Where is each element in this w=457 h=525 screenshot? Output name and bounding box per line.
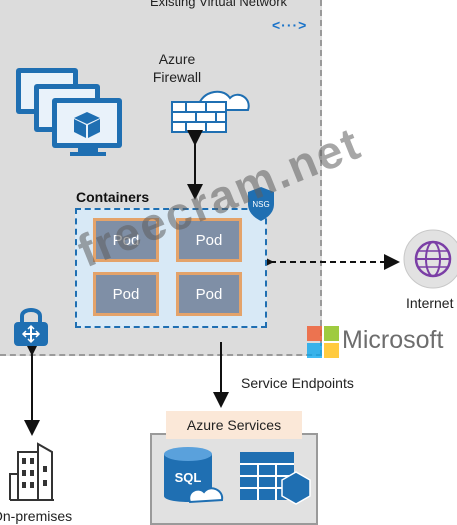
vpn-gateway-icon [14,308,48,346]
pod: Pod [93,218,159,262]
sql-database-icon: SQL [164,447,224,504]
internet-globe-icon [403,229,457,289]
sql-label: SQL [175,470,202,485]
pod: Pod [93,272,159,316]
service-endpoints-label: Service Endpoints [241,375,354,391]
azure-services-label: Azure Services [166,411,302,439]
containers-label: Containers [76,189,150,205]
microsoft-label: Microsoft [342,326,444,354]
nsg-label: NSG [252,200,269,209]
azure-firewall-icon [171,90,250,133]
azure-firewall-label: Azure Firewall [152,51,202,85]
storage-table-icon [240,452,311,505]
pod: Pod [176,272,242,316]
nsg-shield-icon: NSG [248,187,274,221]
pod: Pod [176,218,242,262]
microsoft-logo-icon [307,326,339,358]
on-premises-building-icon [9,442,54,501]
on-premises-label: On-premises [0,508,73,524]
virtual-network-icon: <···> [272,17,308,33]
internet-label: Internet [406,295,454,311]
virtual-machines-icon [16,68,122,156]
virtual-network-title: Existing Virtual Network [150,0,288,9]
